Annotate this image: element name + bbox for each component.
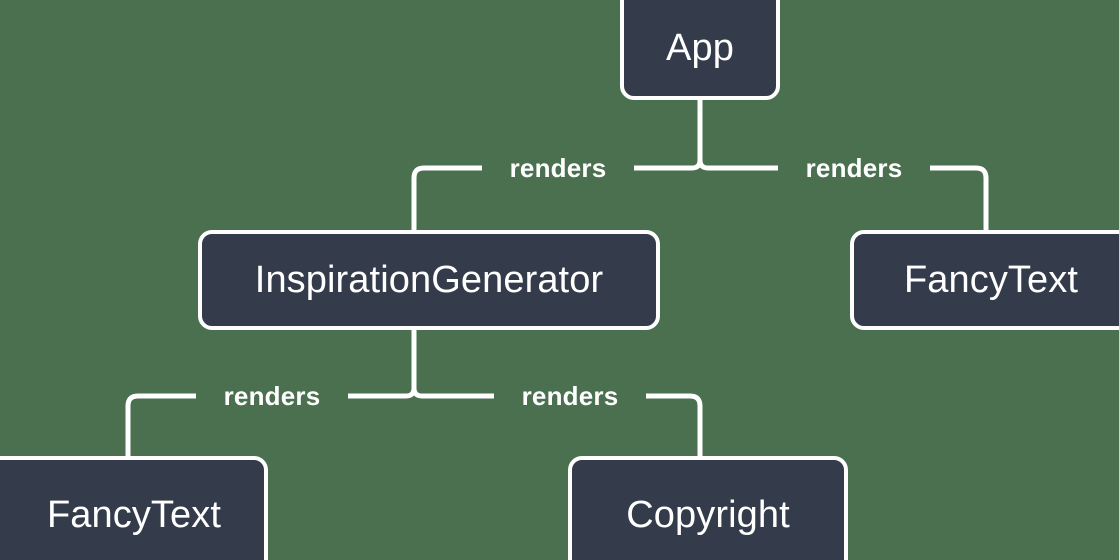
node-inspiration-generator[interactable]: InspirationGenerator [198,230,660,330]
edge-label-app-to-fancytext-right: renders [805,153,903,183]
edge-app-to-fancytext-right [697,159,989,230]
node-fancytext-bottom[interactable]: FancyText [0,456,268,560]
edge-inspiration-generator-to-copyright [411,387,703,456]
edge-label-backdrop [494,379,646,413]
edge-label-app-to-inspiration-generator: renders [509,153,607,183]
node-fancytext-right[interactable]: FancyText [850,230,1119,330]
node-app[interactable]: App [620,0,780,100]
edge-label-backdrop [196,379,348,413]
node-copyright[interactable]: Copyright [568,456,848,560]
edge-label-backdrop [482,151,634,185]
edge-label-inspiration-generator-to-fancytext-bottom: renders [223,381,321,411]
edge-label-backdrop [778,151,930,185]
edge-label-inspiration-generator-to-copyright: renders [521,381,619,411]
